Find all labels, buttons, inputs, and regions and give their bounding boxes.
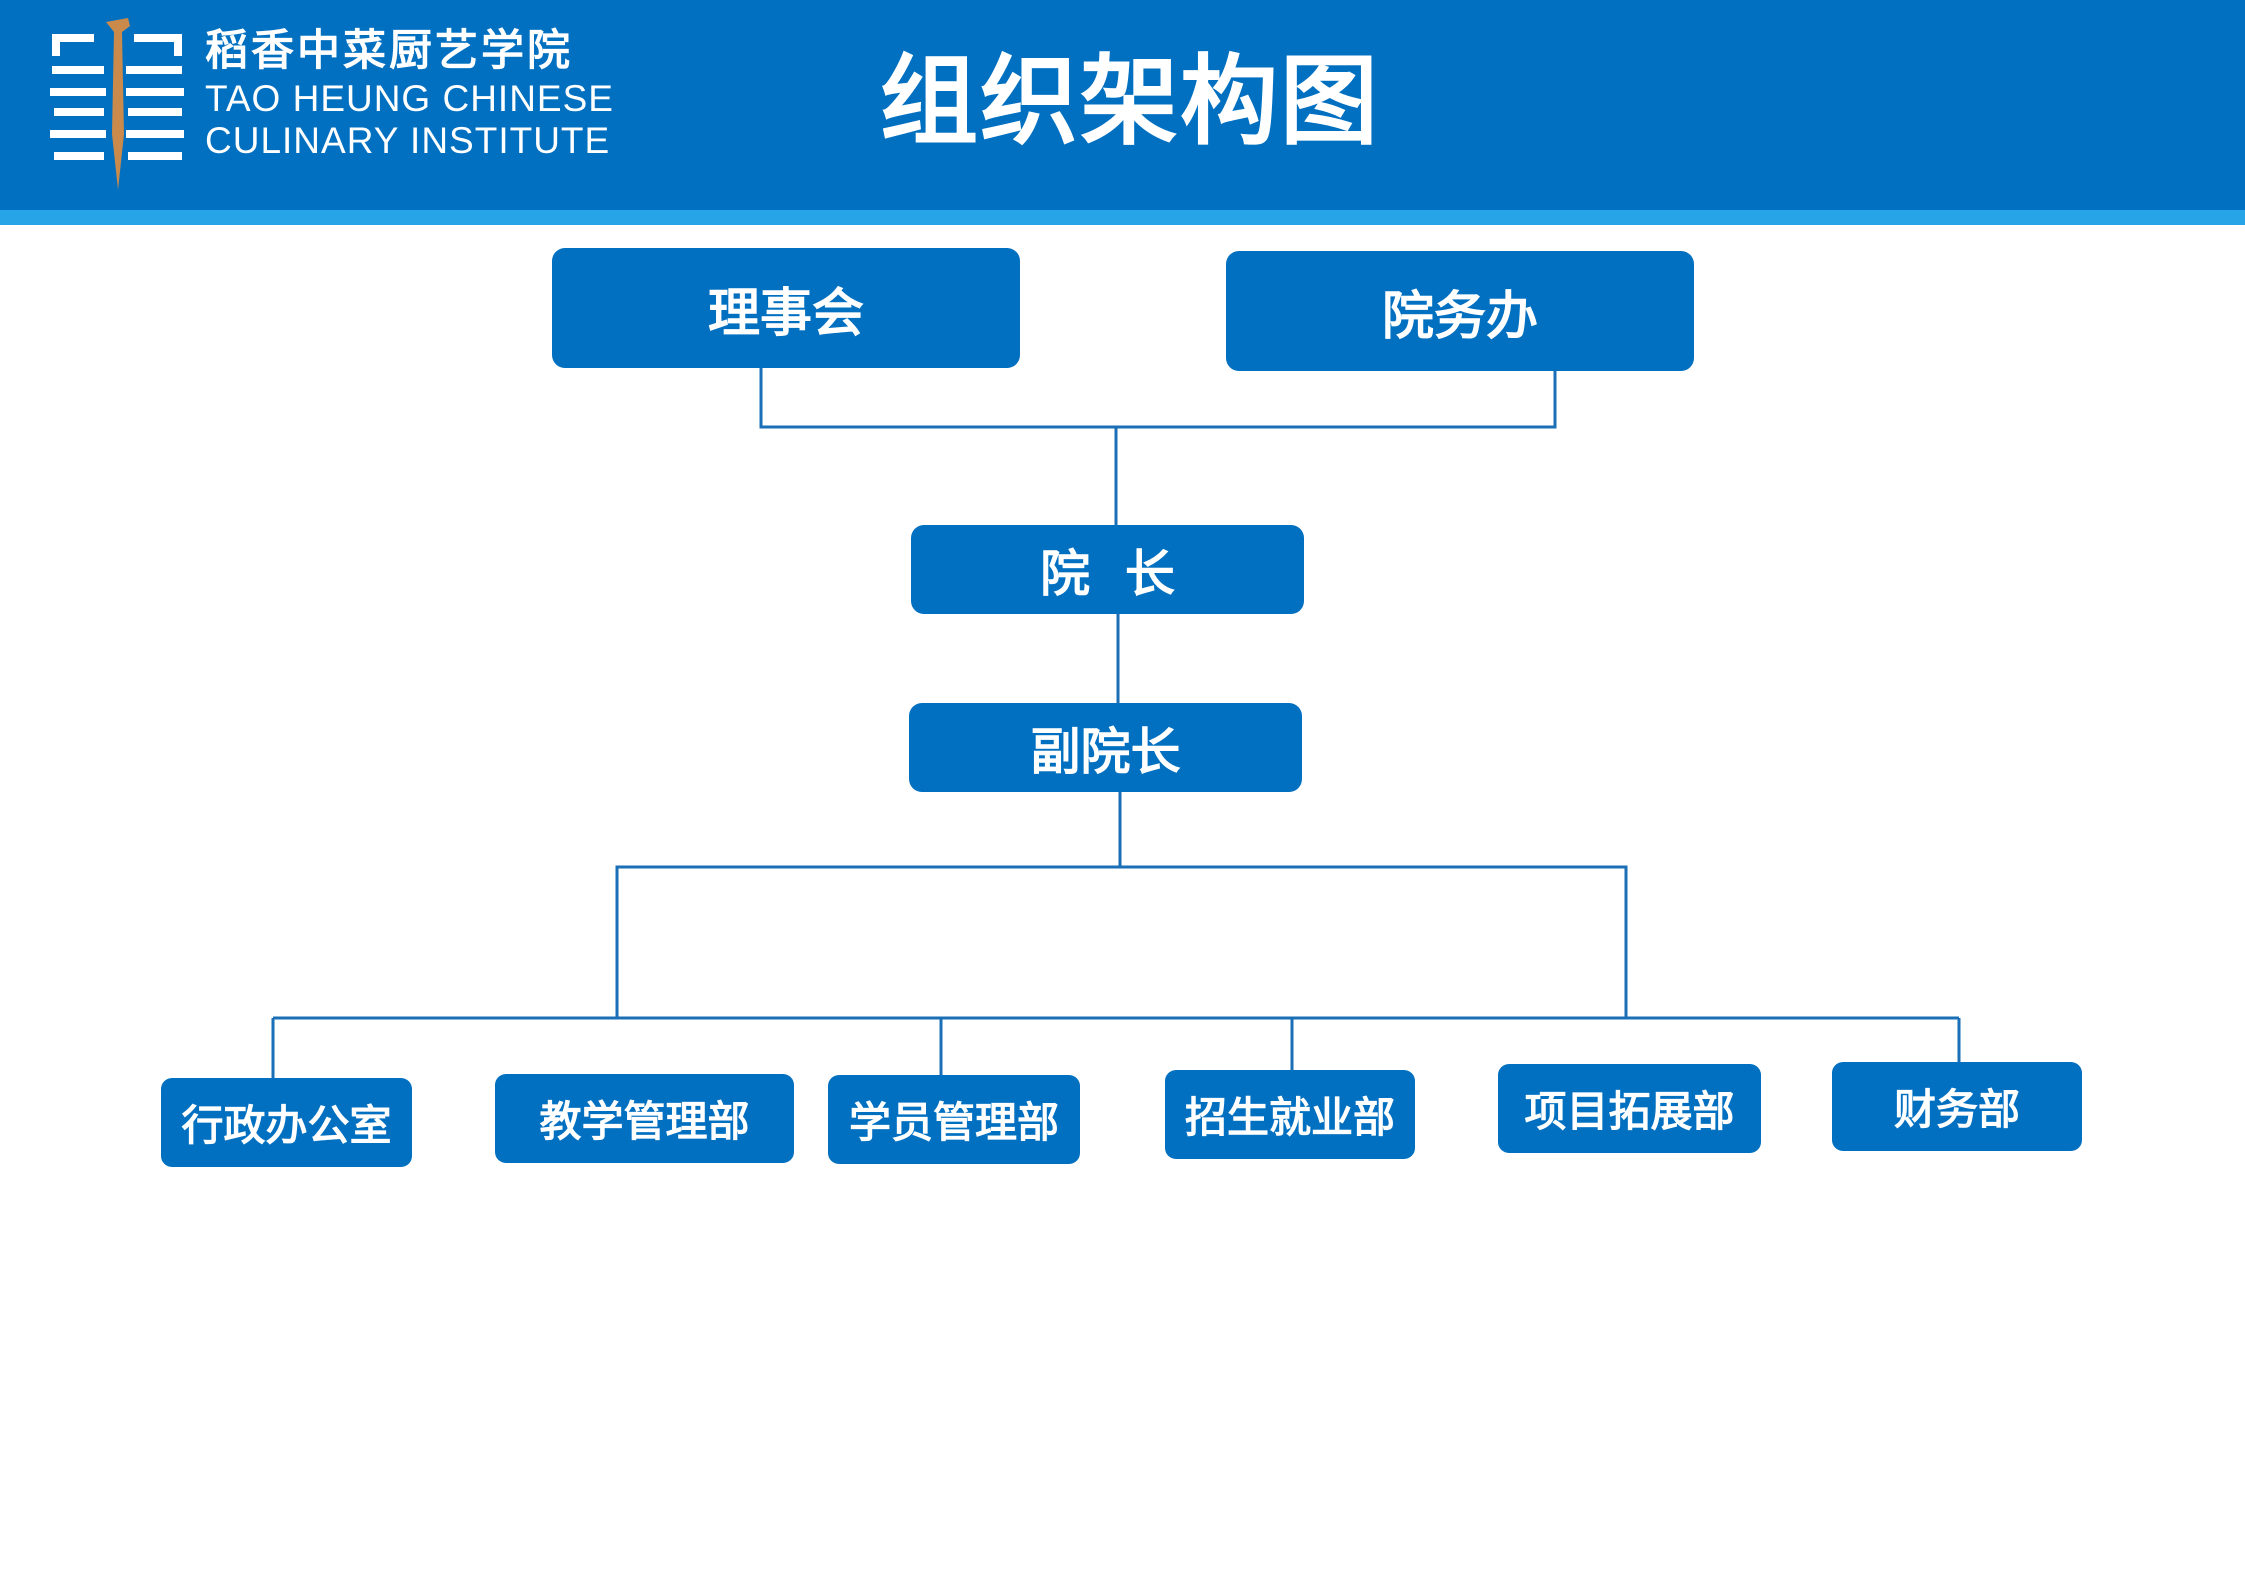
- node-board-of-directors: 理事会: [552, 248, 1020, 368]
- institute-logo-icon: [50, 18, 184, 190]
- institute-name-chinese: 稻香中菜厨艺学院: [205, 26, 573, 76]
- node-dept-administration-office: 行政办公室: [161, 1078, 412, 1167]
- institute-name-english-line1: TAO HEUNG CHINESE: [205, 78, 614, 119]
- node-dept-finance: 财务部: [1832, 1062, 2082, 1151]
- node-dept-project-development: 项目拓展部: [1498, 1064, 1761, 1153]
- header-stripe: [0, 210, 2245, 225]
- institute-name-english-line2: CULINARY INSTITUTE: [205, 120, 611, 161]
- node-vice-president: 副院长: [909, 703, 1302, 792]
- connector-vp-branch: [615, 790, 1122, 1018]
- node-dept-teaching-management: 教学管理部: [495, 1074, 794, 1163]
- node-academic-affairs-office: 院务办: [1226, 251, 1694, 371]
- connector-board: [759, 368, 1557, 429]
- node-president: 院 长: [911, 525, 1304, 614]
- connector-vp-branch-right: [1120, 865, 1628, 1018]
- institute-name: 稻香中菜厨艺学院 TAO HEUNG CHINESE CULINARY INST…: [205, 24, 614, 162]
- node-dept-admissions-employment: 招生就业部: [1165, 1070, 1415, 1159]
- page-title: 组织架构图: [880, 45, 1381, 159]
- header-bar: [0, 0, 2245, 210]
- node-dept-student-management: 学员管理部: [828, 1075, 1080, 1164]
